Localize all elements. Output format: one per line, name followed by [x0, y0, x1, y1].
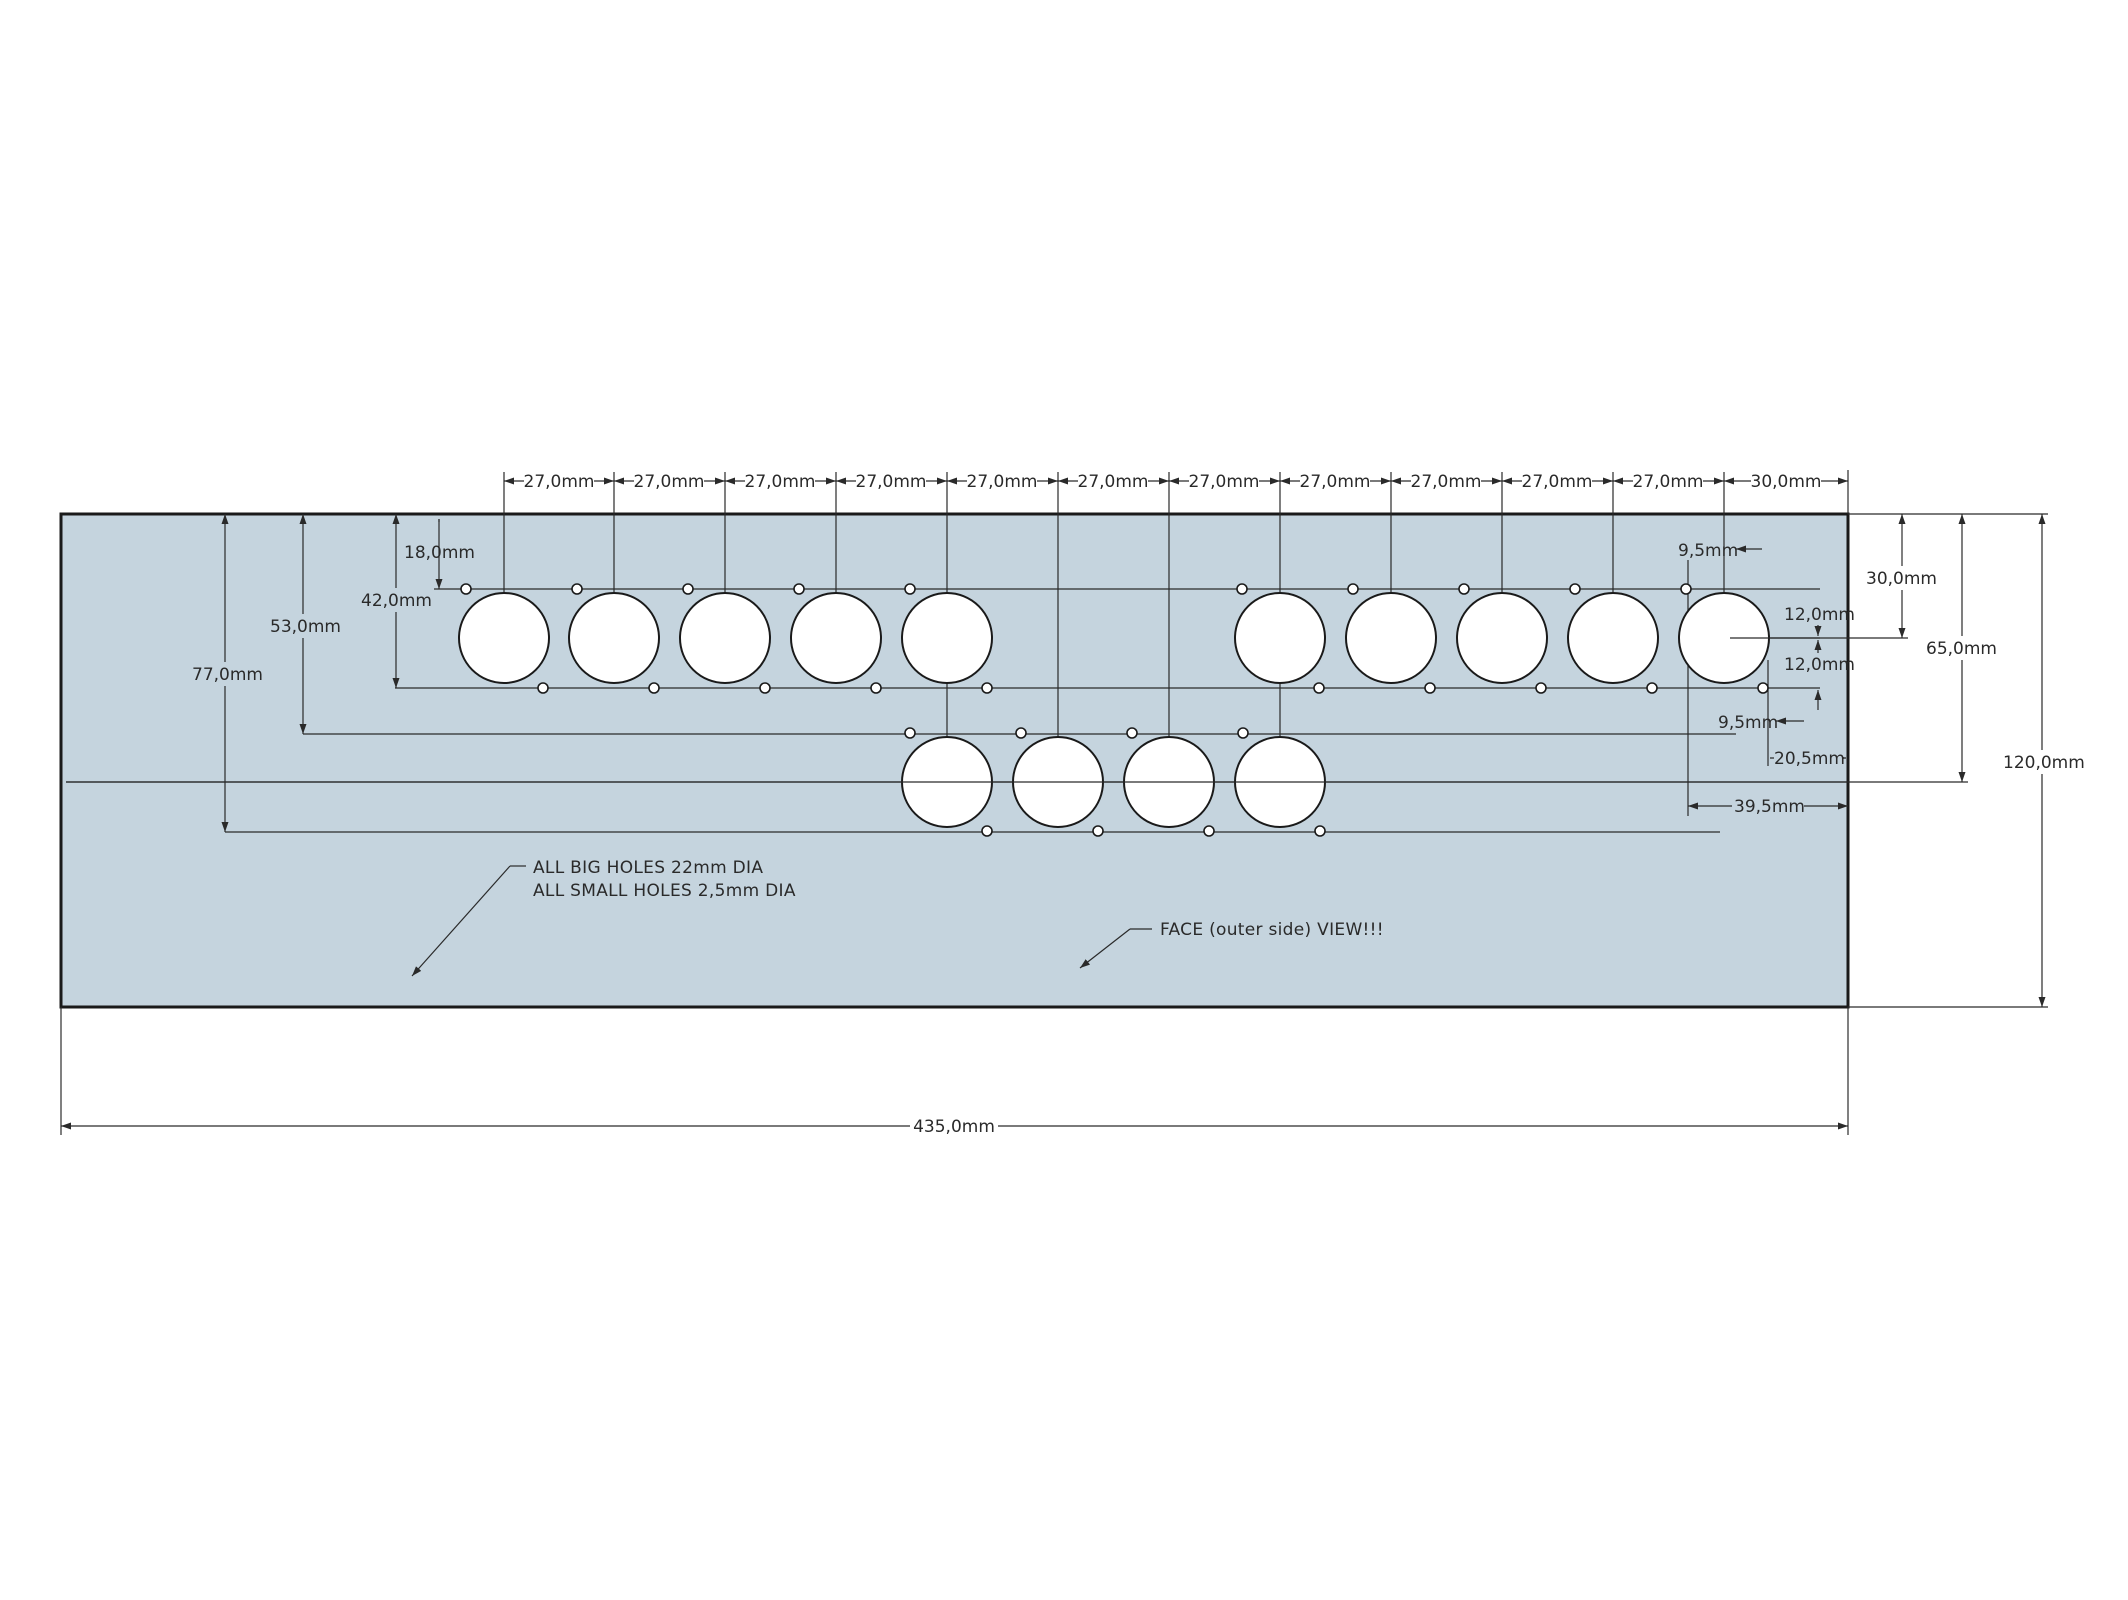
- note-big-holes: ALL BIG HOLES 22mm DIA: [533, 858, 763, 878]
- width-dimension: 435,0mm: [61, 1114, 1848, 1138]
- right-dimensions: 30,0mm 65,0mm 120,0mm: [1862, 514, 2085, 1007]
- small-hole: [1126, 727, 1138, 739]
- big-holes: [458, 592, 1770, 828]
- big-hole: [1567, 592, 1659, 684]
- dim-top-6: 27,0mm: [1078, 472, 1149, 492]
- dim-right-30: 30,0mm: [1866, 569, 1937, 589]
- small-hole: [981, 825, 993, 837]
- dim-left-18: 18,0mm: [404, 543, 475, 563]
- dim-detail-9-5-top: 9,5mm: [1678, 541, 1738, 561]
- small-hole: [1237, 727, 1249, 739]
- small-hole: [1092, 825, 1104, 837]
- notes: ALL BIG HOLES 22mm DIA ALL SMALL HOLES 2…: [411, 858, 1384, 977]
- big-hole: [1234, 592, 1326, 684]
- dim-detail-39-5: 39,5mm: [1734, 797, 1805, 817]
- top-dimension-chain: 27,0mm 27,0mm 27,0mm 27,0mm 27,0mm 27,0m…: [504, 470, 1848, 492]
- small-hole: [1424, 682, 1436, 694]
- small-hole: [759, 682, 771, 694]
- small-hole: [1569, 583, 1581, 595]
- dim-top-9: 27,0mm: [1411, 472, 1482, 492]
- dim-detail-9-5-bottom: 9,5mm: [1718, 713, 1778, 733]
- dim-left-53: 53,0mm: [270, 617, 341, 637]
- big-hole: [568, 592, 660, 684]
- dim-top-3: 27,0mm: [745, 472, 816, 492]
- small-hole: [904, 727, 916, 739]
- view-label: FACE (outer side) VIEW!!!: [1160, 920, 1384, 940]
- note-small-holes: ALL SMALL HOLES 2,5mm DIA: [533, 881, 796, 901]
- small-hole: [648, 682, 660, 694]
- hole-centre-lines: [66, 637, 1848, 783]
- dim-detail-12-lower: 12,0mm: [1784, 655, 1855, 675]
- small-hole: [1236, 583, 1248, 595]
- dim-left-77: 77,0mm: [192, 665, 263, 685]
- small-hole: [1680, 583, 1692, 595]
- small-hole: [981, 682, 993, 694]
- small-hole: [571, 583, 583, 595]
- detail-dimensions: 9,5mm 12,0mm 12,0mm 9,5mm 20,5mm 39,5mm: [1678, 541, 1855, 817]
- left-dimensions: 18,0mm 42,0mm 53,0mm 77,0mm: [190, 514, 475, 832]
- big-hole: [790, 592, 882, 684]
- small-hole: [460, 583, 472, 595]
- small-hole: [1757, 682, 1769, 694]
- dim-top-1: 27,0mm: [524, 472, 595, 492]
- small-hole: [793, 583, 805, 595]
- dim-left-42: 42,0mm: [361, 591, 432, 611]
- small-hole: [1313, 682, 1325, 694]
- small-hole: [1347, 583, 1359, 595]
- big-hole: [458, 592, 550, 684]
- dim-right-65: 65,0mm: [1926, 639, 1997, 659]
- small-hole: [1015, 727, 1027, 739]
- dim-top-11: 27,0mm: [1633, 472, 1704, 492]
- small-hole: [1535, 682, 1547, 694]
- dim-top-2: 27,0mm: [634, 472, 705, 492]
- dim-top-4: 27,0mm: [856, 472, 927, 492]
- big-hole: [901, 592, 993, 684]
- dim-top-10: 27,0mm: [1522, 472, 1593, 492]
- dim-top-8: 27,0mm: [1300, 472, 1371, 492]
- dim-detail-12-upper: 12,0mm: [1784, 605, 1855, 625]
- dim-detail-20-5: 20,5mm: [1774, 749, 1845, 769]
- big-hole: [679, 592, 771, 684]
- small-hole: [870, 682, 882, 694]
- dim-top-12: 30,0mm: [1751, 472, 1822, 492]
- small-hole: [1314, 825, 1326, 837]
- small-hole: [1646, 682, 1658, 694]
- dim-panel-height: 120,0mm: [2003, 753, 2085, 773]
- small-hole: [1203, 825, 1215, 837]
- small-hole: [682, 583, 694, 595]
- small-hole: [1458, 583, 1470, 595]
- dim-top-5: 27,0mm: [967, 472, 1038, 492]
- small-hole: [537, 682, 549, 694]
- dim-top-7: 27,0mm: [1189, 472, 1260, 492]
- small-holes: [460, 583, 1769, 837]
- small-hole: [904, 583, 916, 595]
- big-hole: [1456, 592, 1548, 684]
- big-hole: [1345, 592, 1437, 684]
- dim-panel-width: 435,0mm: [913, 1117, 995, 1137]
